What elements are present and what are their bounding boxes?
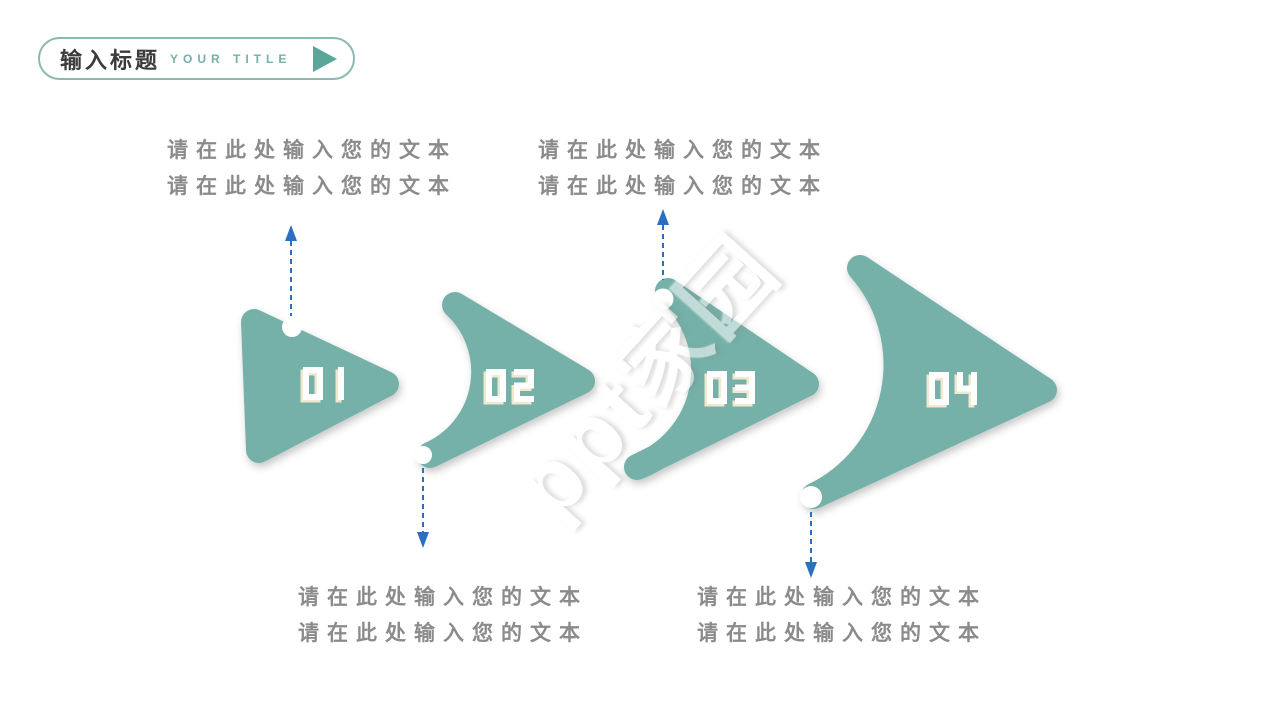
step-number-01 [300, 367, 344, 403]
placeholder-line: 请在此处输入您的文本 [167, 139, 457, 162]
title-badge[interactable]: 输入标题 YOUR TITLE [38, 37, 355, 80]
pin-hole-04 [800, 486, 822, 508]
text-block-step-03[interactable]: 请在此处输入您的文本 请在此处输入您的文本 [538, 133, 828, 205]
text-block-step-01[interactable]: 请在此处输入您的文本 请在此处输入您的文本 [167, 133, 457, 205]
step-number-02 [483, 369, 534, 405]
placeholder-line: 请在此处输入您的文本 [167, 175, 457, 198]
step-number-04 [926, 372, 977, 408]
page-subtitle: YOUR TITLE [170, 51, 292, 66]
arrowhead-down-icon [805, 562, 817, 578]
play-triangle-icon [313, 45, 337, 72]
placeholder-line: 请在此处输入您的文本 [298, 622, 588, 645]
connector-arrow-up-03 [657, 209, 669, 280]
step-number-03 [704, 371, 755, 407]
placeholder-line: 请在此处输入您的文本 [538, 139, 828, 162]
pin-hole-02 [414, 446, 432, 464]
pin-hole-01 [282, 317, 302, 337]
arrowhead-up-icon [657, 209, 669, 225]
placeholder-line: 请在此处输入您的文本 [538, 175, 828, 198]
page-title: 输入标题 [60, 47, 161, 73]
connector-arrow-down-04 [805, 512, 817, 578]
arrowhead-up-icon [285, 225, 297, 241]
placeholder-line: 请在此处输入您的文本 [697, 586, 987, 609]
connector-arrow-down-02 [417, 468, 429, 548]
arrowhead-down-icon [417, 532, 429, 548]
text-block-step-04[interactable]: 请在此处输入您的文本 请在此处输入您的文本 [697, 580, 987, 652]
connector-arrow-up-01 [285, 225, 297, 316]
pin-hole-03 [652, 288, 674, 310]
placeholder-line: 请在此处输入您的文本 [697, 622, 987, 645]
text-block-step-02[interactable]: 请在此处输入您的文本 请在此处输入您的文本 [298, 580, 588, 652]
placeholder-line: 请在此处输入您的文本 [298, 586, 588, 609]
